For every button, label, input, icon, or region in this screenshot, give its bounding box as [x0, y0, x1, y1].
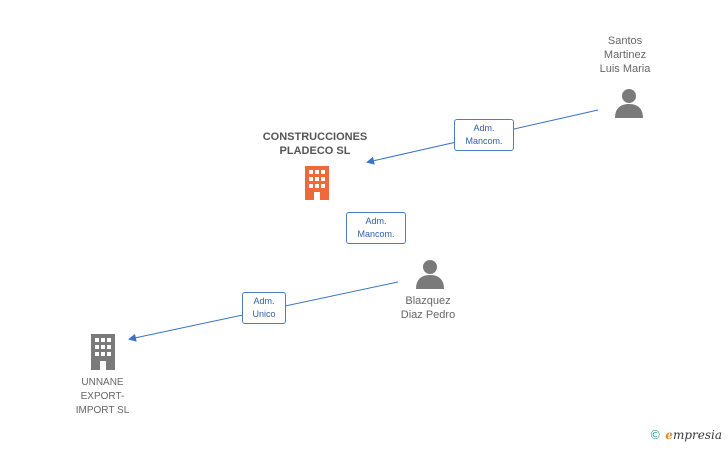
santos-label[interactable]: Santos Martinez Luis Maria [599, 35, 651, 75]
blazquez-label[interactable]: Blazquez Diaz Pedro [400, 295, 456, 321]
construcciones-building-icon[interactable] [302, 166, 332, 205]
blazquez-person-icon[interactable] [415, 259, 445, 294]
brand-e-letter: e [665, 428, 673, 442]
unnane-label[interactable]: UNNANE EXPORT- IMPORT SL [75, 377, 130, 416]
empresia-logo: ©empresia [649, 428, 722, 442]
santos-person-icon[interactable] [614, 88, 644, 123]
copyright-icon: © [649, 428, 662, 442]
role-adm-mancom-santos[interactable]: Adm. Mancom. [454, 119, 514, 151]
construcciones-label[interactable]: CONSTRUCCIONES PLADECO SL [262, 131, 368, 157]
role-adm-mancom-blazquez[interactable]: Adm. Mancom. [346, 212, 406, 244]
role-adm-unico-blazquez[interactable]: Adm. Unico [242, 292, 286, 324]
unnane-building-icon[interactable] [88, 334, 118, 375]
brand-name: mpresia [672, 428, 722, 442]
